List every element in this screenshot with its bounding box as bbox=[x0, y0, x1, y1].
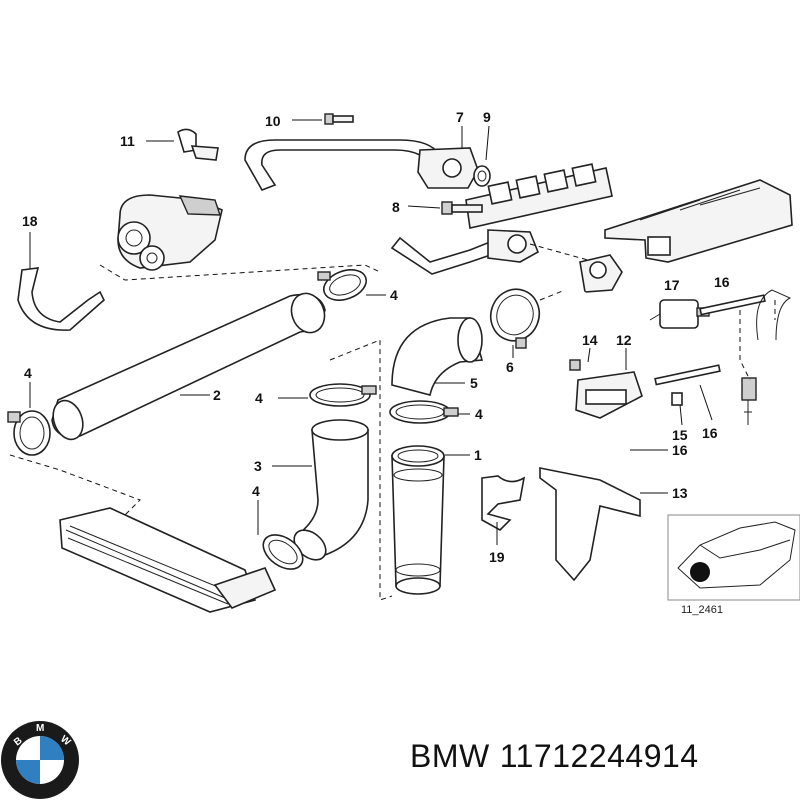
callout-8: 8 bbox=[392, 199, 400, 215]
callout-16-c: 16 bbox=[672, 442, 688, 458]
brand-name: BMW bbox=[410, 738, 490, 774]
part-5-elbow bbox=[391, 317, 484, 396]
callout-2: 2 bbox=[213, 387, 221, 403]
callout-15: 15 bbox=[672, 427, 688, 443]
part-egr-valve bbox=[544, 254, 637, 466]
part-16-pipe-a bbox=[699, 294, 766, 316]
callout-4-a: 4 bbox=[390, 287, 398, 303]
part-3-hose bbox=[293, 419, 369, 561]
part-4-clamp-e bbox=[389, 400, 459, 424]
callout-4-b: 4 bbox=[24, 365, 32, 381]
part-1-tube bbox=[391, 445, 445, 595]
part-12-converter bbox=[569, 359, 643, 419]
callout-10: 10 bbox=[265, 113, 281, 129]
part-18-bracket bbox=[17, 267, 105, 331]
part-turbocharger bbox=[117, 194, 223, 271]
part-4-clamp-d bbox=[262, 534, 304, 570]
callout-16-b: 16 bbox=[702, 425, 718, 441]
callout-4-c: 4 bbox=[255, 390, 263, 406]
part-13-bracket bbox=[539, 467, 641, 582]
part-8-bolt bbox=[441, 201, 483, 215]
callout-1: 1 bbox=[474, 447, 482, 463]
part-10-bolt bbox=[324, 113, 354, 125]
callout-3: 3 bbox=[254, 458, 262, 474]
part-intake-manifold bbox=[604, 179, 793, 263]
callout-6: 6 bbox=[506, 359, 514, 375]
callout-17: 17 bbox=[664, 277, 680, 293]
bmw-roundel-logo: B M W bbox=[1, 721, 79, 799]
part-19-clip bbox=[481, 475, 526, 531]
part-manifold-flanges bbox=[465, 163, 613, 229]
callout-9: 9 bbox=[483, 109, 491, 125]
callout-4-d: 4 bbox=[252, 483, 260, 499]
part-17-filter bbox=[649, 299, 710, 329]
part-vacuum-line bbox=[741, 289, 792, 425]
inset-reference: 11_2461 bbox=[681, 604, 723, 616]
callout-18: 18 bbox=[22, 213, 38, 229]
part-6-clamp bbox=[489, 288, 541, 349]
callout-19: 19 bbox=[489, 549, 505, 565]
part-intercooler bbox=[59, 507, 277, 613]
callout-11: 11 bbox=[120, 133, 135, 149]
part-4-clamp-b bbox=[7, 410, 51, 456]
callout-12: 12 bbox=[616, 332, 632, 348]
part-pipe-upper bbox=[244, 139, 479, 191]
callout-16-a: 16 bbox=[714, 274, 730, 290]
part-16-pipe-b bbox=[654, 364, 721, 386]
callout-4-e: 4 bbox=[475, 406, 483, 422]
part-4-clamp-c bbox=[309, 383, 377, 407]
part-15-bolt bbox=[671, 392, 683, 406]
callout-5: 5 bbox=[470, 375, 478, 391]
callout-13: 13 bbox=[672, 485, 688, 501]
inset-car-location bbox=[667, 514, 800, 601]
part-2-hose bbox=[51, 292, 326, 441]
part-9-gasket bbox=[473, 165, 491, 187]
part-11-clip bbox=[177, 128, 219, 161]
callout-7: 7 bbox=[456, 109, 464, 125]
part-number: 11712244914 bbox=[499, 738, 699, 774]
svg-text:M: M bbox=[36, 723, 44, 734]
part-4-clamp-a bbox=[317, 269, 368, 301]
callout-14: 14 bbox=[582, 332, 598, 348]
part-pipe-lower bbox=[390, 229, 540, 275]
